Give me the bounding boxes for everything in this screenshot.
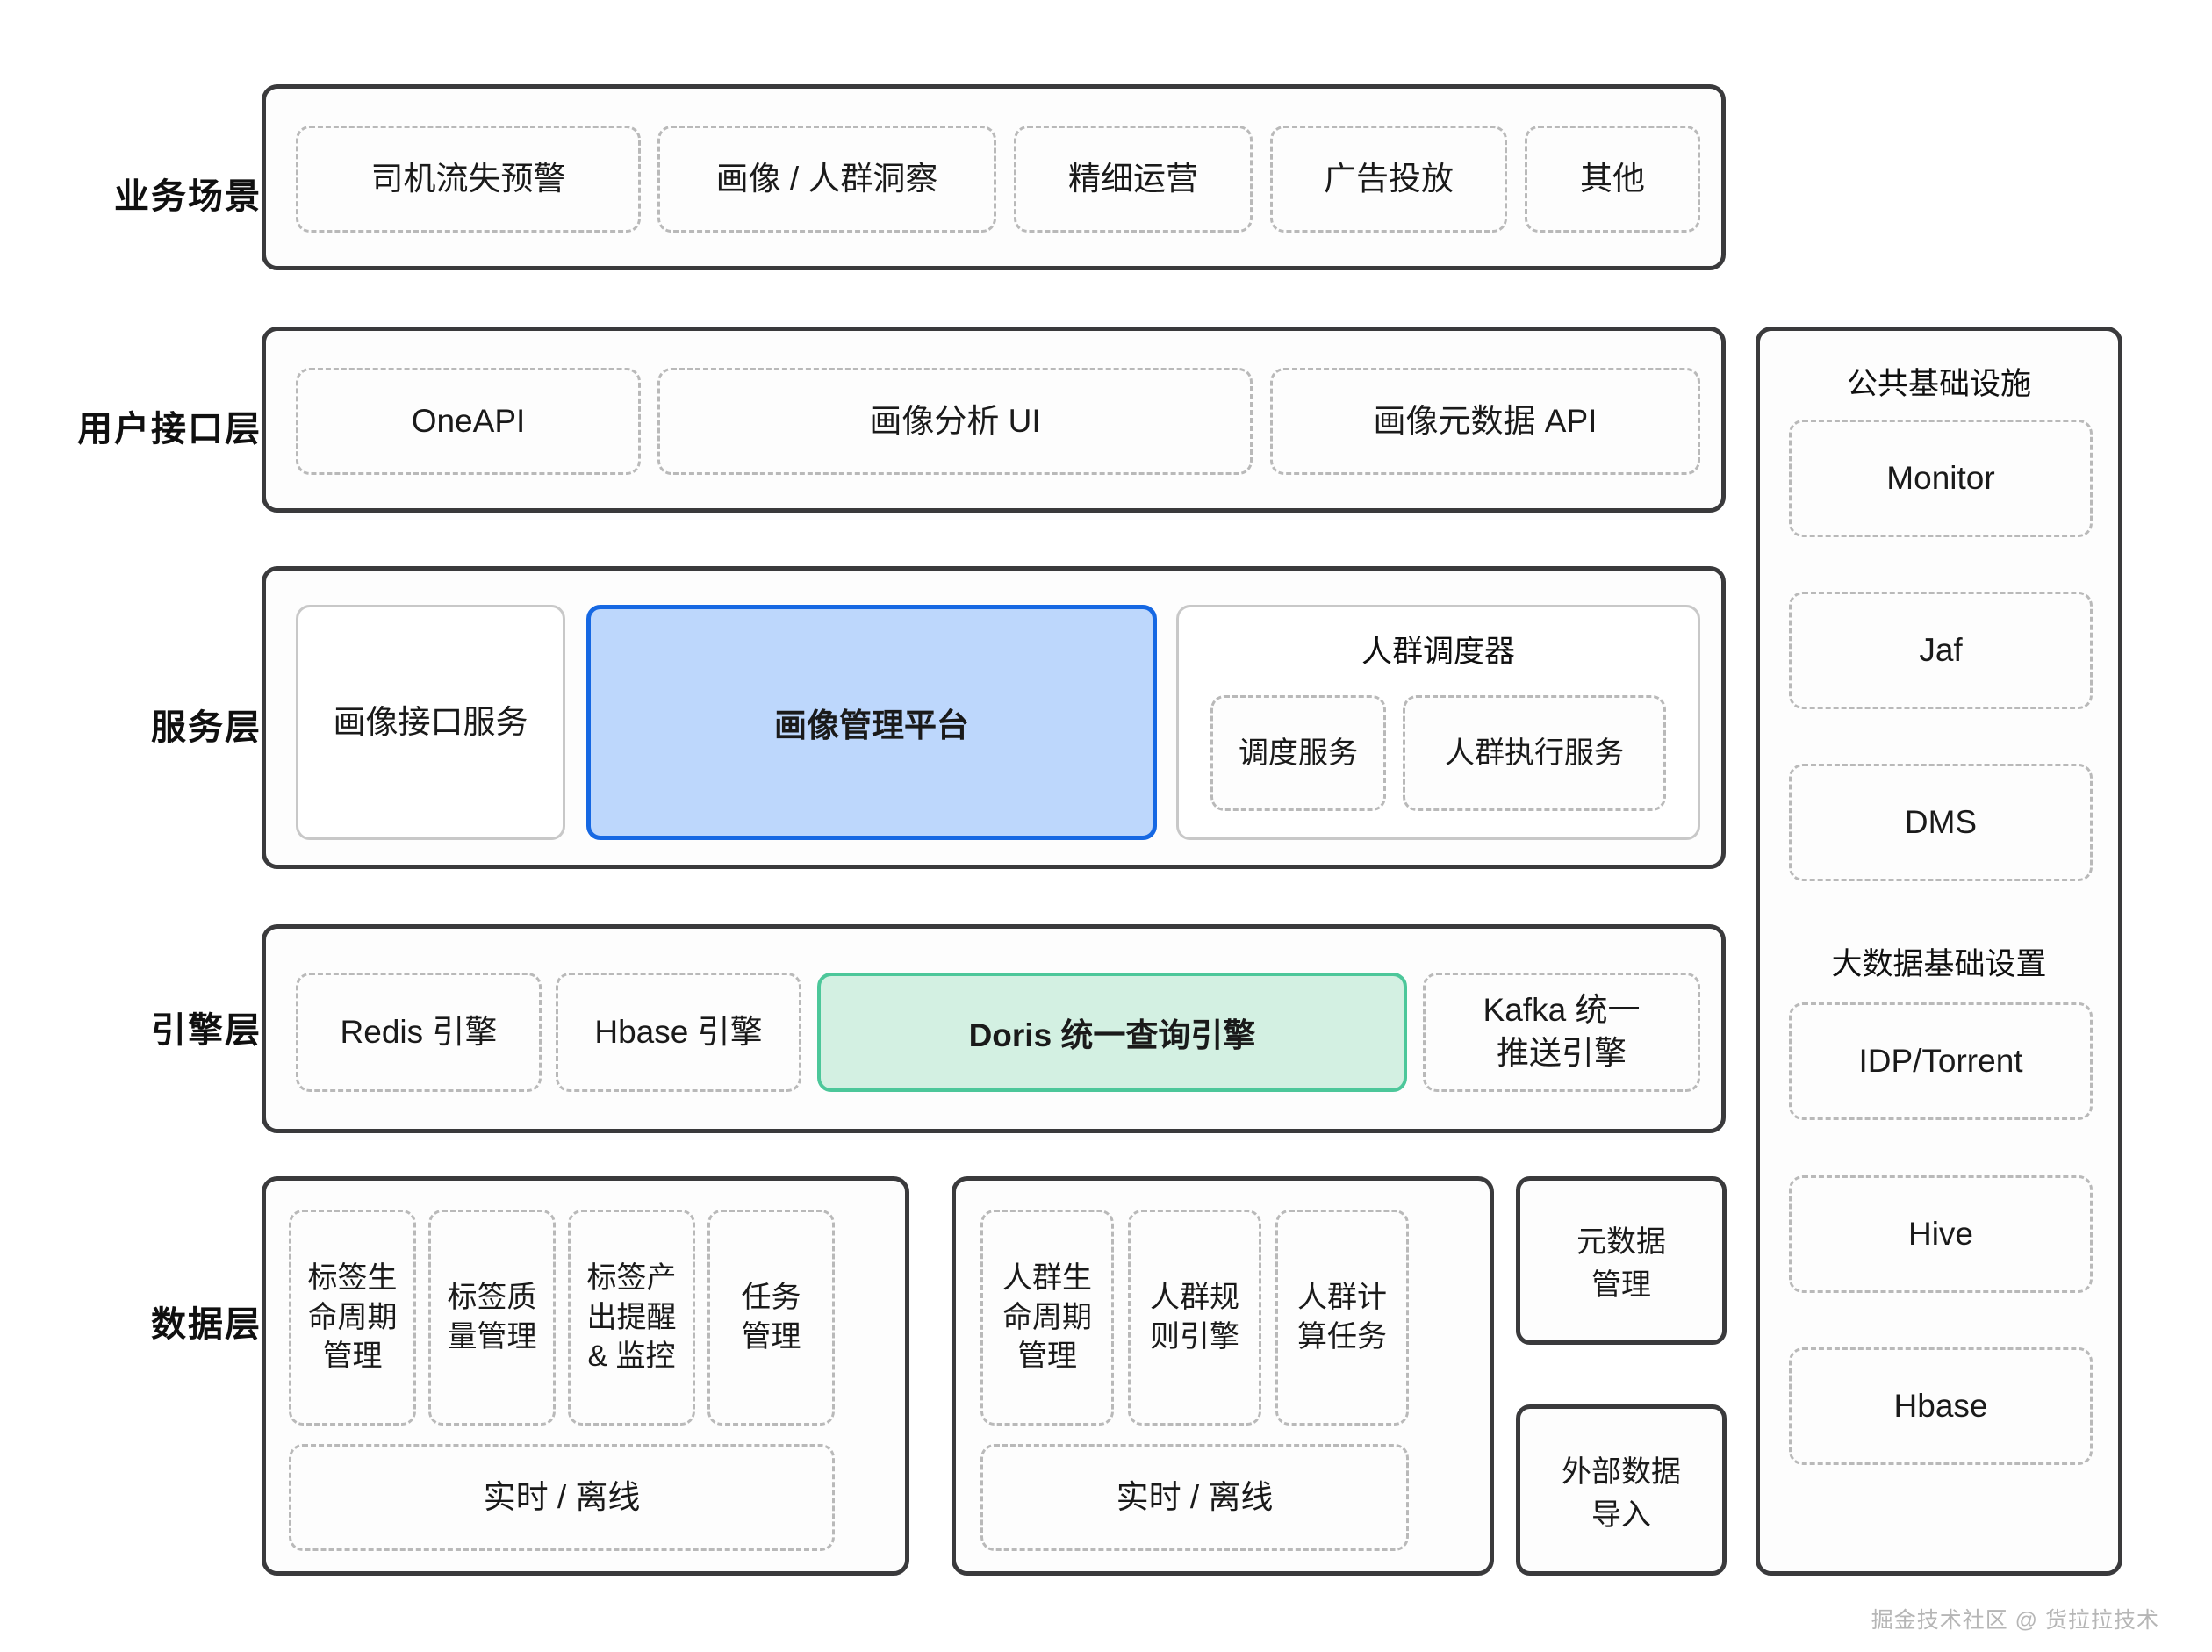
layer-label-text: 数据层 — [151, 1305, 262, 1344]
crowd-scheduler-title: 人群调度器 — [1179, 632, 1698, 672]
node-label: Hbase 引擎 — [594, 1013, 763, 1050]
node-label: Hbase — [1893, 1387, 1988, 1424]
node-label: IDP/Torrent — [1858, 1042, 2023, 1079]
engine-layer-group: Redis 引擎 Hbase 引擎 Doris 统一查询引擎 Kafka 统一 … — [262, 924, 1726, 1133]
node-label: 其他 — [1580, 160, 1645, 197]
node-label: 任务 管理 — [741, 1281, 801, 1354]
node-label: 人群执行服务 — [1445, 736, 1624, 770]
layer-label-business: 业务场景 — [60, 136, 262, 250]
service-node-profile-api[interactable]: 画像接口服务 — [296, 605, 565, 840]
node-label: 精细运营 — [1068, 160, 1198, 197]
scenario-ad-delivery[interactable]: 广告投放 — [1270, 126, 1507, 233]
data-side-box-metadata-management[interactable]: 元数据 管理 — [1516, 1176, 1727, 1345]
tag-node-lifecycle[interactable]: 标签生 命周期 管理 — [289, 1210, 416, 1426]
panel-title-text: 人群调度器 — [1361, 635, 1515, 669]
tag-node-output-alert[interactable]: 标签产 出提醒 & 监控 — [568, 1210, 695, 1426]
scheduler-node-crowd-exec-service[interactable]: 人群执行服务 — [1403, 695, 1666, 811]
data-layer-crowd-group: 人群生 命周期 管理 人群规 则引擎 人群计 算任务 实时 / 离线 — [952, 1176, 1494, 1576]
data-side-box-external-data-import[interactable]: 外部数据 导入 — [1516, 1404, 1727, 1576]
bigdata-infrastructure-title: 大数据基础设置 — [1760, 939, 2118, 984]
engine-node-redis[interactable]: Redis 引擎 — [296, 973, 542, 1092]
scenario-driver-churn[interactable]: 司机流失预警 — [296, 126, 641, 233]
layer-label-text: 用户接口层 — [77, 410, 262, 449]
data-layer-tag-group: 标签生 命周期 管理 标签质 量管理 标签产 出提醒 & 监控 任务 管理 实时… — [262, 1176, 909, 1576]
ui-node-oneapi[interactable]: OneAPI — [296, 368, 641, 475]
node-label: 标签产 出提醒 & 监控 — [586, 1261, 677, 1374]
node-label: 标签质 量管理 — [447, 1281, 537, 1354]
node-label: 画像分析 UI — [869, 402, 1041, 439]
infrastructure-column: 公共基础设施 Monitor Jaf DMS 大数据基础设置 IDP/Torre… — [1756, 327, 2122, 1576]
scenario-refined-operation[interactable]: 精细运营 — [1014, 126, 1253, 233]
node-label: 调度服务 — [1239, 736, 1358, 770]
engine-node-doris[interactable]: Doris 统一查询引擎 — [817, 973, 1407, 1092]
user-interface-layer-group: OneAPI 画像分析 UI 画像元数据 API — [262, 327, 1726, 513]
layer-label-engine: 引擎层 — [60, 970, 262, 1084]
node-label: 画像接口服务 — [333, 703, 528, 740]
node-label: Monitor — [1886, 459, 1995, 496]
node-label: 画像管理平台 — [774, 707, 969, 743]
node-label: Kafka 统一 推送引擎 — [1483, 992, 1641, 1071]
scenario-profile-crowd-insight[interactable]: 画像 / 人群洞察 — [657, 126, 996, 233]
panel-title-text: 大数据基础设置 — [1831, 947, 2047, 981]
engine-node-kafka[interactable]: Kafka 统一 推送引擎 — [1423, 973, 1700, 1092]
node-label: 人群生 命周期 管理 — [1002, 1261, 1092, 1374]
node-label: 外部数据 导入 — [1562, 1454, 1681, 1532]
node-label: 实时 / 离线 — [483, 1478, 641, 1515]
service-node-crowd-scheduler: 人群调度器 调度服务 人群执行服务 — [1176, 605, 1700, 840]
engine-node-hbase[interactable]: Hbase 引擎 — [556, 973, 801, 1092]
tag-node-quality[interactable]: 标签质 量管理 — [428, 1210, 556, 1426]
node-label: 元数据 管理 — [1576, 1225, 1666, 1302]
node-label: 画像 / 人群洞察 — [715, 160, 938, 197]
crowd-node-lifecycle[interactable]: 人群生 命周期 管理 — [980, 1210, 1114, 1426]
node-label: Redis 引擎 — [340, 1013, 498, 1050]
business-scenario-group: 司机流失预警 画像 / 人群洞察 精细运营 广告投放 其他 — [262, 84, 1726, 270]
tag-node-realtime-offline[interactable]: 实时 / 离线 — [289, 1444, 835, 1551]
scheduler-node-dispatch-service[interactable]: 调度服务 — [1210, 695, 1386, 811]
node-label: OneAPI — [411, 402, 526, 439]
infra-node-idp-torrent[interactable]: IDP/Torrent — [1789, 1002, 2093, 1120]
service-node-profile-platform[interactable]: 画像管理平台 — [586, 605, 1157, 840]
watermark: 掘金技术社区 @ 货拉拉技术 — [1871, 1608, 2159, 1633]
common-infrastructure-title: 公共基础设施 — [1760, 359, 2118, 404]
infra-node-monitor[interactable]: Monitor — [1789, 420, 2093, 537]
crowd-node-compute-task[interactable]: 人群计 算任务 — [1275, 1210, 1409, 1426]
node-label: 人群规 则引擎 — [1150, 1281, 1239, 1354]
node-label: Jaf — [1919, 631, 1963, 668]
node-label: 广告投放 — [1324, 160, 1454, 197]
node-label: 人群计 算任务 — [1297, 1281, 1387, 1354]
infra-node-hive[interactable]: Hive — [1789, 1175, 2093, 1293]
layer-label-text: 引擎层 — [151, 1011, 262, 1050]
node-label: 实时 / 离线 — [1116, 1478, 1274, 1515]
crowd-node-realtime-offline[interactable]: 实时 / 离线 — [980, 1444, 1409, 1551]
layer-label-text: 业务场景 — [114, 177, 262, 216]
tag-node-task-management[interactable]: 任务 管理 — [707, 1210, 835, 1426]
ui-node-profile-analysis-ui[interactable]: 画像分析 UI — [657, 368, 1253, 475]
node-label: Hive — [1907, 1215, 1974, 1252]
infra-node-dms[interactable]: DMS — [1789, 764, 2093, 881]
panel-title-text: 公共基础设施 — [1846, 367, 2031, 401]
crowd-node-rule-engine[interactable]: 人群规 则引擎 — [1128, 1210, 1261, 1426]
ui-node-profile-metadata-api[interactable]: 画像元数据 API — [1270, 368, 1700, 475]
layer-label-ui: 用户接口层 — [60, 369, 262, 483]
node-label: Doris 统一查询引擎 — [968, 1017, 1256, 1053]
layer-label-text: 服务层 — [151, 708, 262, 747]
layer-label-service: 服务层 — [60, 667, 262, 781]
node-label: 画像元数据 API — [1373, 402, 1598, 439]
service-layer-group: 画像接口服务 画像管理平台 人群调度器 调度服务 人群执行服务 — [262, 566, 1726, 869]
layer-label-data: 数据层 — [60, 1264, 262, 1378]
scenario-other[interactable]: 其他 — [1525, 126, 1700, 233]
node-label: 标签生 命周期 管理 — [307, 1261, 398, 1374]
infra-node-jaf[interactable]: Jaf — [1789, 592, 2093, 709]
infra-node-hbase[interactable]: Hbase — [1789, 1347, 2093, 1465]
node-label: DMS — [1904, 803, 1978, 840]
node-label: 司机流失预警 — [370, 160, 566, 197]
